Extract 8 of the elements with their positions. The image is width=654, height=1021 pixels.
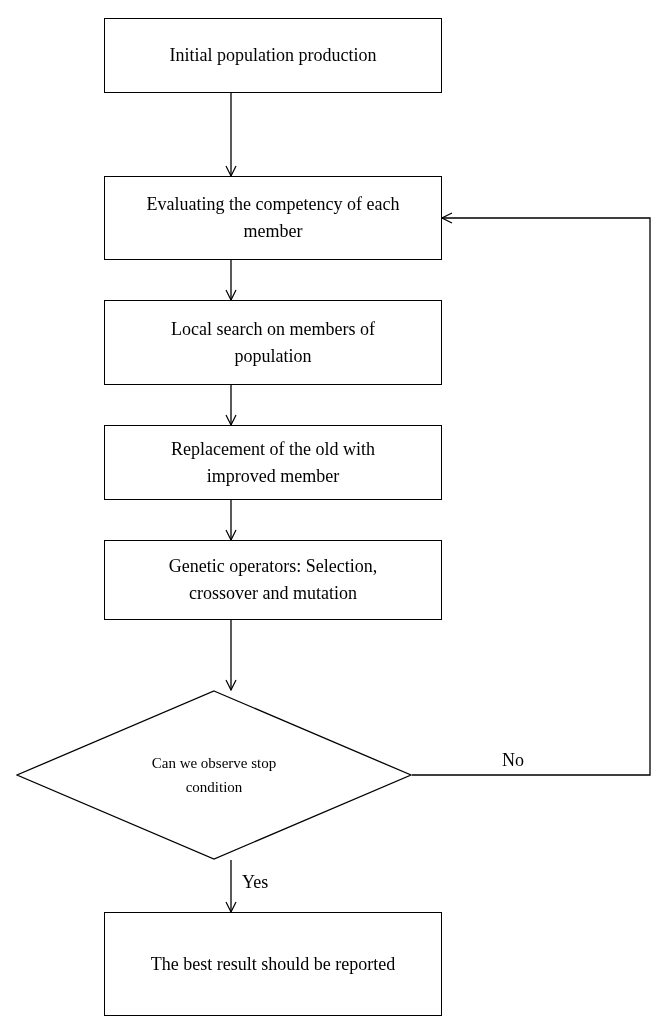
process-box: Evaluating the competency of each member: [104, 176, 442, 260]
process-box: The best result should be reported: [104, 912, 442, 1016]
process-box: Initial population production: [104, 18, 442, 93]
decision-text: Can we observe stop condition: [150, 754, 278, 797]
process-box: Local search on members of population: [104, 300, 442, 385]
decision-diamond: [16, 690, 412, 860]
process-box: Genetic operators: Selection, crossover and mutation: [104, 540, 442, 620]
process-box: Replacement of the old with improved member: [104, 425, 442, 500]
